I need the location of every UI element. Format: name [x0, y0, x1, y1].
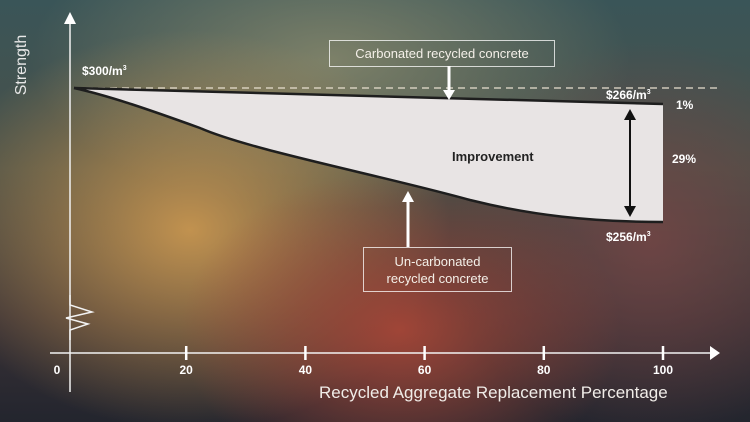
x-tick-label-20: 20 [179, 363, 193, 377]
uncarbonated-end-text: $256/m [606, 230, 647, 244]
x-axis-label: Recycled Aggregate Replacement Percentag… [319, 383, 668, 402]
start-value-label: $300/m3 [82, 64, 127, 78]
x-tick-label-40: 40 [298, 363, 313, 377]
uncarbonated-end-sup: 3 [646, 231, 651, 238]
axis-break-icon [65, 295, 95, 340]
arrow-down-head [624, 206, 636, 217]
y-axis-arrow [64, 12, 76, 24]
start-value-sup: 3 [122, 65, 127, 72]
carbonated-line [73, 86, 664, 106]
improvement-area [74, 88, 663, 222]
uncarbonated-callout: Un-carbonated recycled concrete [363, 247, 512, 292]
carbonated-end-text: $266/m [606, 88, 647, 102]
x-tick-label-80: 80 [537, 363, 551, 377]
arrow-up-head [624, 109, 636, 120]
x-tick-label-100: 100 [652, 363, 674, 377]
x-tick-label-60: 60 [417, 363, 432, 377]
uncarbonated-callout-line2: recycled concrete [386, 270, 489, 286]
carbonated-loss-label: 1% [676, 98, 694, 112]
carbonated-end-label: $266/m3 [606, 88, 651, 102]
y-axis-label: Strength [13, 34, 31, 96]
start-value-text: $300/m [82, 64, 123, 78]
uncarbonated-end-label: $256/m3 [606, 230, 651, 244]
carbonated-callout: Carbonated recycled concrete [329, 40, 555, 67]
uncarbonated-callout-line1: Un-carbonated [394, 253, 481, 269]
carbonated-end-sup: 3 [646, 89, 651, 96]
x-tick-label-0: 0 [53, 363, 61, 377]
uncarbonated-line [73, 86, 664, 224]
improvement-label: Improvement [452, 149, 534, 164]
uncarbonated-pointer-head [402, 191, 414, 202]
x-axis-arrow [710, 346, 720, 360]
carbonated-pointer-head [443, 90, 455, 100]
uncarbonated-loss-label: 29% [672, 152, 697, 166]
